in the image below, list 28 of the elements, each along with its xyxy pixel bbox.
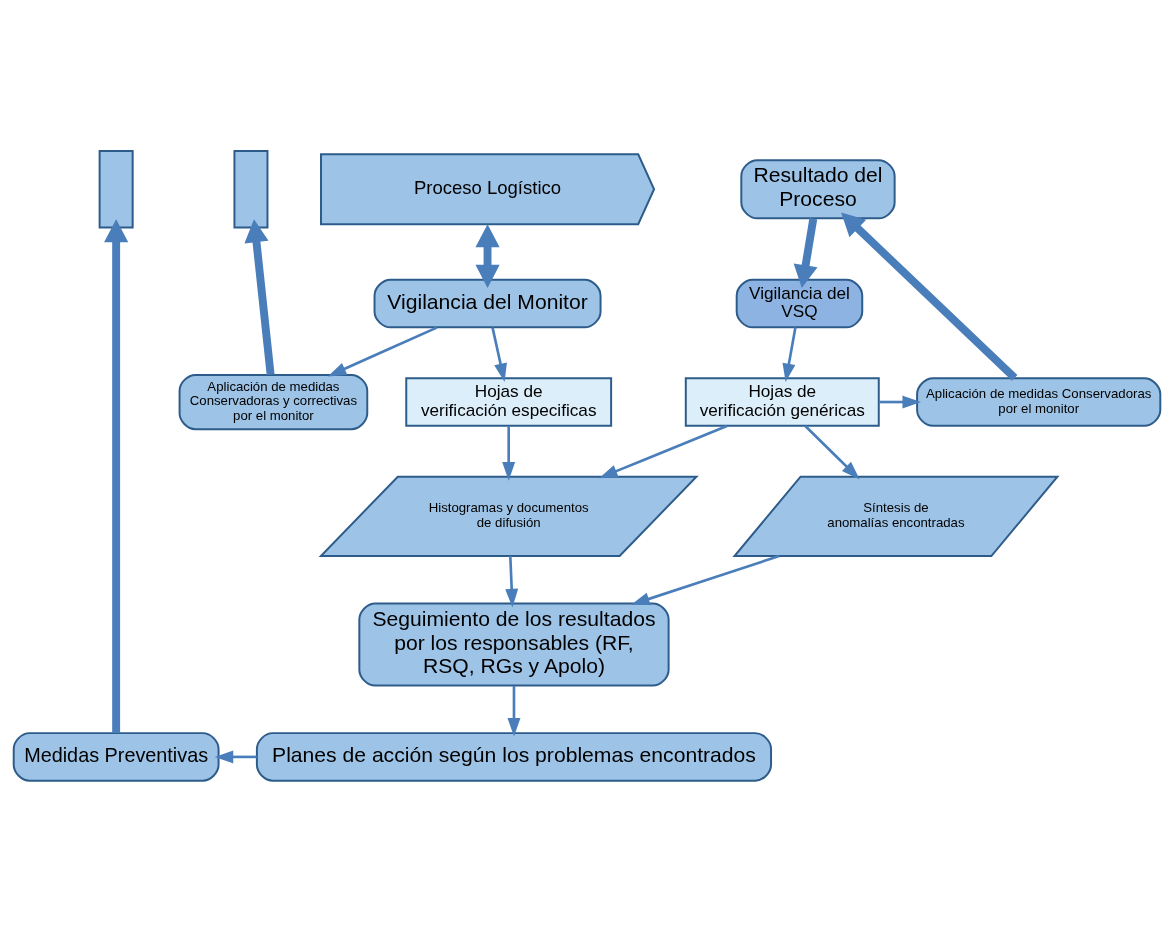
arrow — [244, 218, 275, 375]
arrow — [878, 395, 921, 409]
node-box: Aplicación de medidas Conservadoras por el monitor — [916, 376, 1162, 427]
arrow — [631, 554, 780, 605]
arrow — [491, 326, 507, 382]
arrow — [475, 223, 500, 288]
arrow — [793, 217, 818, 288]
node-box: Seguimiento de los resultados por los responsables (RF, RSQ, RGs y Apolo) — [358, 602, 670, 687]
node-box — [98, 149, 134, 229]
arrow — [507, 685, 521, 737]
node-box: Planes de acción según los problemas encontrados — [255, 731, 773, 782]
node-box — [233, 149, 269, 229]
node-box: Hojas de verificación genéricas — [684, 376, 880, 427]
arrow — [104, 218, 129, 733]
node-box: Aplicación de medidas Conservadoras y correctivas por el monitor — [178, 373, 369, 430]
node-box: Vigilancia del Monitor — [373, 278, 602, 328]
arrow — [841, 212, 1018, 381]
node-box: Vigilancia del VSQ — [735, 278, 864, 328]
node-box: Medidas Preventivas — [12, 731, 220, 782]
node-box: Resultado del Proceso — [740, 158, 896, 219]
arrow — [599, 424, 728, 478]
node-box: Hojas de verificación especificas — [405, 376, 613, 427]
arrow — [327, 325, 438, 376]
arrow — [804, 424, 860, 479]
arrow — [502, 425, 516, 481]
arrow — [782, 326, 797, 382]
arrow — [505, 555, 519, 607]
arrow — [214, 749, 257, 763]
